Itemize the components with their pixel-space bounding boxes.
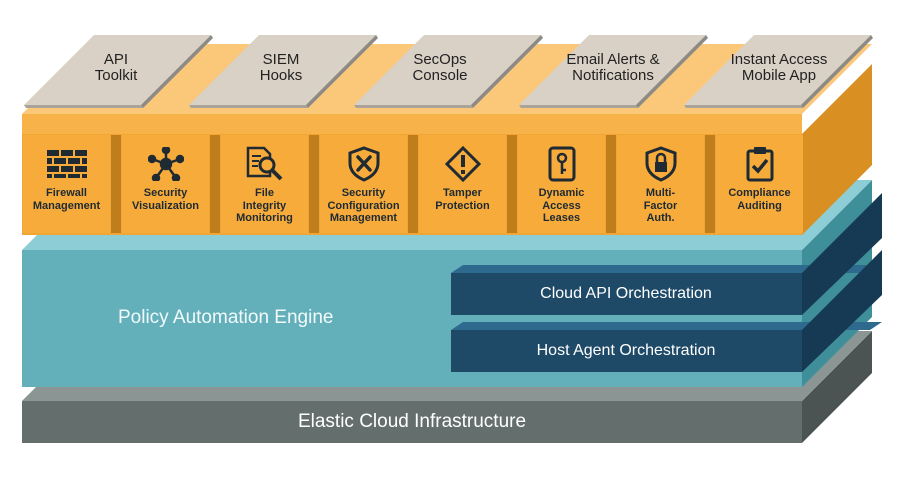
tile-line: Console [412, 67, 468, 84]
module-label: Firewall Management [32, 187, 101, 212]
tile-line: SIEM [262, 51, 300, 68]
module-multi-factor-auth: Multi- Factor Auth. [617, 135, 704, 233]
key-badge-icon [540, 146, 584, 182]
host-agent-bar-side [802, 250, 882, 372]
tile-line: Toolkit [94, 67, 138, 84]
top-tiles [24, 35, 873, 108]
tile-line: Hooks [259, 67, 303, 84]
module-side [802, 64, 872, 235]
module-label: Compliance Auditing [728, 187, 791, 212]
host-agent-bar-front [451, 330, 802, 372]
host-agent-orchestration-label: Host Agent Orchestration [536, 342, 716, 359]
module-security-configuration-management: Security Configuration Management [320, 135, 407, 233]
module-label: File Integrity Monitoring [236, 187, 293, 224]
tile-mobile-app: Instant Access Mobile App [714, 48, 844, 88]
host-agent-bar-top [451, 322, 882, 330]
tile-line: SecOps [413, 51, 467, 68]
tile-line: Instant Access [730, 51, 828, 68]
tile-line: Notifications [572, 67, 654, 84]
elastic-cloud-infrastructure-label: Elastic Cloud Infrastructure [297, 411, 527, 432]
tile-line: Mobile App [741, 67, 817, 84]
shield-lock-icon [639, 146, 683, 182]
cloud-api-orchestration-label: Cloud API Orchestration [540, 285, 712, 302]
infra-front [22, 401, 802, 443]
module-band [22, 114, 802, 134]
tile-email-alerts: Email Alerts & Notifications [548, 48, 678, 88]
module-compliance-auditing: Compliance Auditing [716, 135, 803, 233]
module-label: Dynamic Access Leases [538, 187, 585, 224]
module-separators [111, 135, 715, 233]
tile-secops-console: SecOps Console [390, 48, 490, 88]
module-label: Security Configuration Management [327, 187, 400, 224]
tile-api-toolkit: API Toolkit [66, 48, 166, 88]
tile-siem-hooks: SIEM Hooks [231, 48, 331, 88]
firewall-icon [45, 147, 89, 181]
module-security-visualization: Security Visualization [122, 135, 209, 233]
tile-line: Email Alerts & [566, 51, 660, 68]
cloud-api-bar-side [802, 193, 882, 315]
module-label: Tamper Protection [435, 187, 490, 212]
clipboard-check-icon [738, 147, 782, 182]
policy-engine-label: Policy Automation Engine [118, 307, 334, 328]
cloud-api-bar-top [451, 265, 882, 273]
shield-tools-icon [342, 146, 386, 182]
module-dynamic-access-leases: Dynamic Access Leases [518, 135, 605, 233]
network-nodes-icon [144, 147, 188, 181]
module-firewall-management: Firewall Management [23, 135, 110, 233]
module-label: Security Visualization [131, 187, 200, 212]
module-file-integrity-monitoring: File Integrity Monitoring [221, 135, 308, 233]
file-search-icon [243, 146, 287, 181]
infra-side [802, 331, 872, 443]
cloud-api-bar-front [451, 273, 802, 315]
module-tamper-protection: Tamper Protection [419, 135, 506, 233]
tile-line: API [103, 51, 129, 68]
module-label: Multi- Factor Auth. [643, 187, 678, 224]
warning-diamond-icon [441, 146, 485, 182]
